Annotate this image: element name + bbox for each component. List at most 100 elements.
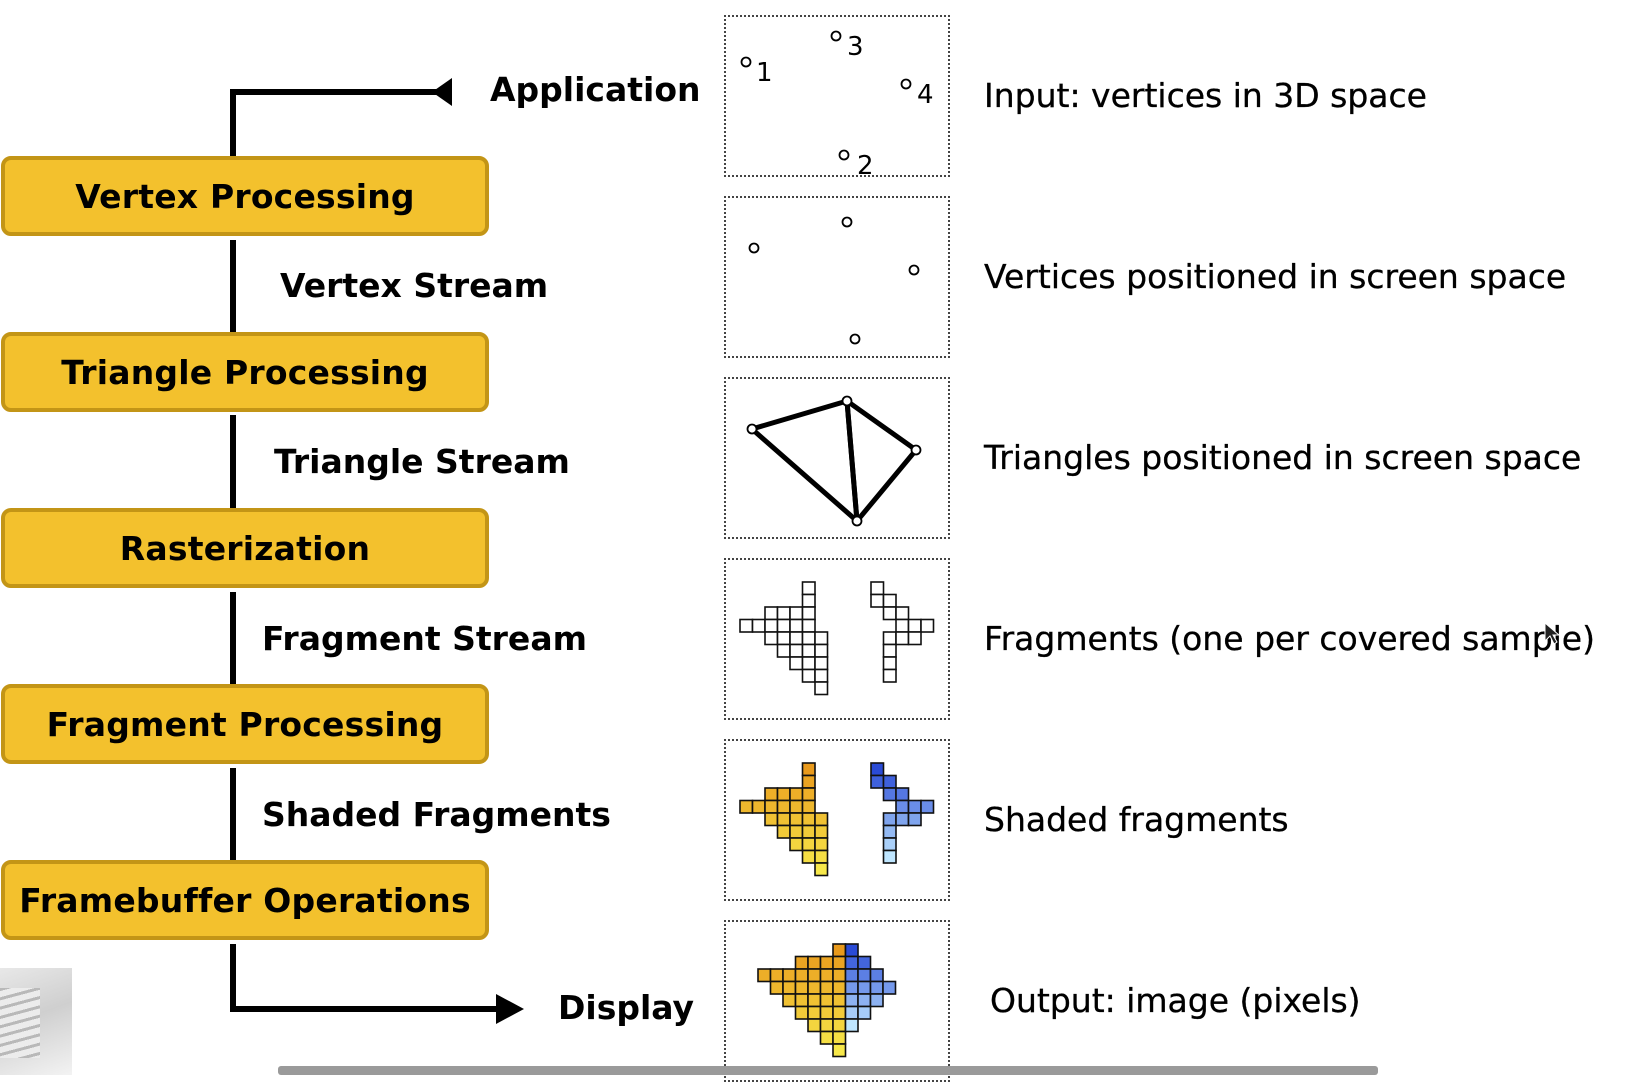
panel-fragments	[724, 558, 950, 720]
fragment-cell	[895, 618, 910, 633]
vertex-point	[908, 264, 920, 276]
triangles-drawing	[746, 395, 922, 527]
fragments-drawing	[739, 581, 935, 696]
fragment-cell	[764, 606, 779, 621]
fragment-cell	[801, 643, 816, 658]
fragment-cell	[907, 618, 922, 633]
display-label: Display	[558, 988, 695, 1027]
output-pixel	[757, 968, 772, 983]
webcam-thumbnail	[0, 968, 72, 1075]
vertex-point	[851, 515, 863, 527]
shaded-fragment-cell	[739, 799, 754, 814]
panel-screen-vertices	[724, 196, 950, 358]
fragment-cell	[882, 593, 897, 608]
fragment-cell	[870, 581, 885, 596]
output-pixel	[807, 980, 822, 995]
vertex-point	[748, 242, 760, 254]
fragment-cell	[882, 643, 897, 658]
output-pixel	[819, 955, 834, 970]
fragment-cell	[739, 618, 754, 633]
output-pixel	[844, 1018, 859, 1033]
output-pixel	[769, 980, 784, 995]
shaded-fragment-cell	[801, 812, 816, 827]
vertex-point	[838, 149, 850, 161]
shaded-fragment-cell	[789, 824, 804, 839]
fragment-cell	[882, 631, 897, 646]
shaded-fragment-cell	[907, 799, 922, 814]
triangle-left	[749, 398, 860, 524]
fragment-cell	[801, 581, 816, 596]
output-image-drawing	[757, 943, 897, 1058]
shaded-fragment-cell	[907, 812, 922, 827]
shaded-fragment-cell	[789, 812, 804, 827]
vertex-point	[740, 56, 752, 68]
fragment-cell	[776, 643, 791, 658]
output-pixel	[844, 993, 859, 1008]
fragment-cell	[764, 631, 779, 646]
fragment-cell	[789, 643, 804, 658]
shaded-fragment-cell	[882, 812, 897, 827]
fragment-cell	[764, 618, 779, 633]
fragment-cell	[895, 631, 910, 646]
shaded-fragment-cell	[882, 849, 897, 864]
shaded-fragment-cell	[764, 799, 779, 814]
output-pixel	[832, 980, 847, 995]
output-pixel	[807, 993, 822, 1008]
fragment-cell	[776, 631, 791, 646]
fragment-cell	[920, 618, 935, 633]
description-input-vertices: Input: vertices in 3D space	[984, 76, 1427, 115]
shaded-fragment-cell	[870, 774, 885, 789]
fragment-stream-label: Fragment Stream	[262, 619, 587, 658]
fragment-cell	[776, 618, 791, 633]
shaded-fragment-cell	[814, 862, 829, 877]
fragment-cell	[751, 618, 766, 633]
fragment-cell	[907, 631, 922, 646]
output-pixel	[832, 1043, 847, 1058]
output-pixel	[844, 955, 859, 970]
output-pixel	[857, 968, 872, 983]
screen-vertices-drawing	[748, 216, 920, 345]
output-pixel	[832, 1005, 847, 1020]
vertex-number-2: 2	[857, 151, 874, 179]
panel-shaded-fragments	[724, 739, 950, 901]
vertex-point	[830, 30, 842, 42]
shaded-fragment-cell	[751, 799, 766, 814]
shaded-fragment-cell	[882, 824, 897, 839]
output-pixel	[882, 980, 897, 995]
panel-output-image	[724, 920, 950, 1082]
fragment-cell	[776, 606, 791, 621]
output-pixel	[819, 993, 834, 1008]
shaded-fragment-cell	[776, 824, 791, 839]
shaded-fragment-cell	[895, 812, 910, 827]
fragment-cell	[789, 618, 804, 633]
shaded-fragment-cell	[776, 787, 791, 802]
fragment-cell	[882, 668, 897, 683]
fragment-cell	[801, 668, 816, 683]
vertex-stream-label: Vertex Stream	[280, 266, 549, 305]
output-pixel	[869, 993, 884, 1008]
fragment-cell	[870, 593, 885, 608]
video-progress-bar[interactable]	[278, 1066, 1378, 1075]
stage-fragment-processing: Fragment Processing	[1, 684, 489, 764]
description-shaded-fragments: Shaded fragments	[984, 800, 1289, 839]
shaded-fragment-cell	[920, 799, 935, 814]
shaded-fragment-cell	[789, 837, 804, 852]
stage-rasterization: Rasterization	[1, 508, 489, 588]
output-pixel	[857, 1005, 872, 1020]
shaded-fragment-cell	[776, 799, 791, 814]
shaded-fragment-cell	[814, 849, 829, 864]
shaded-fragment-cell	[776, 812, 791, 827]
output-pixel	[794, 968, 809, 983]
output-pixel	[819, 980, 834, 995]
shaded-fragment-cell	[870, 762, 885, 777]
webcam-thumbnail-detail	[0, 988, 40, 1058]
fragment-cell	[801, 606, 816, 621]
arrow-left-icon	[432, 78, 452, 106]
fragment-cell	[801, 618, 816, 633]
fragment-cell	[789, 631, 804, 646]
shaded-fragment-cell	[814, 824, 829, 839]
shaded-fragment-cell	[895, 787, 910, 802]
output-pixel	[857, 980, 872, 995]
shaded-fragment-cell	[801, 799, 816, 814]
